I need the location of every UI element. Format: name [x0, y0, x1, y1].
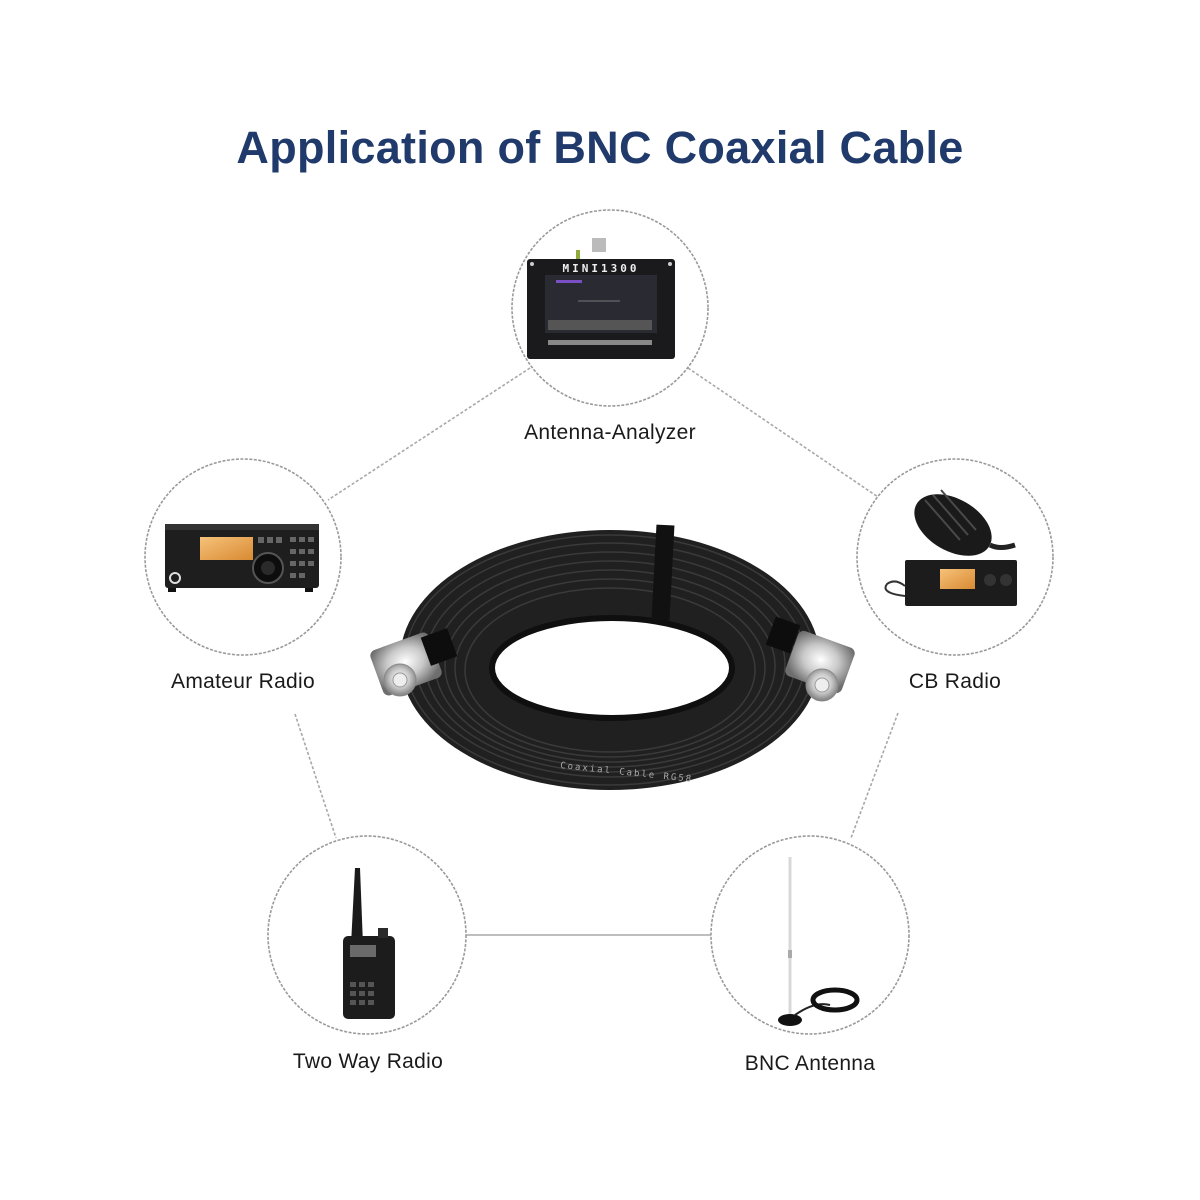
label-amateur-radio: Amateur Radio: [171, 670, 315, 693]
label-two-way-radio: Two Way Radio: [292, 1050, 444, 1073]
connector-line: [687, 367, 879, 498]
connector-line: [294, 713, 337, 839]
bnc-connector-left: [370, 628, 458, 697]
connector-line: [850, 712, 899, 839]
cb-radio-image: [884, 489, 1017, 606]
coaxial-cable-image: Coaxial Cable RG58: [370, 524, 855, 790]
bnc-connector-right: [765, 616, 855, 702]
antenna-analyzer-image: MINI1300: [527, 238, 675, 359]
two-way-radio-image: [343, 868, 395, 1019]
circle-two-way-radio: [267, 835, 467, 1035]
amateur-radio-image: [165, 524, 319, 592]
circle-cb-radio: [856, 458, 1054, 656]
page-title: Application of BNC Coaxial Cable: [236, 122, 964, 173]
connector-line: [327, 367, 531, 501]
circle-bnc-antenna: [710, 835, 910, 1035]
bnc-antenna-image: [778, 857, 860, 1026]
label-cb-radio: CB Radio: [908, 670, 1002, 693]
label-bnc-antenna: BNC Antenna: [744, 1052, 876, 1075]
connector-lines: [294, 367, 899, 936]
svg-text:MINI1300: MINI1300: [563, 262, 640, 275]
label-antenna-analyzer: Antenna-Analyzer: [524, 421, 696, 444]
